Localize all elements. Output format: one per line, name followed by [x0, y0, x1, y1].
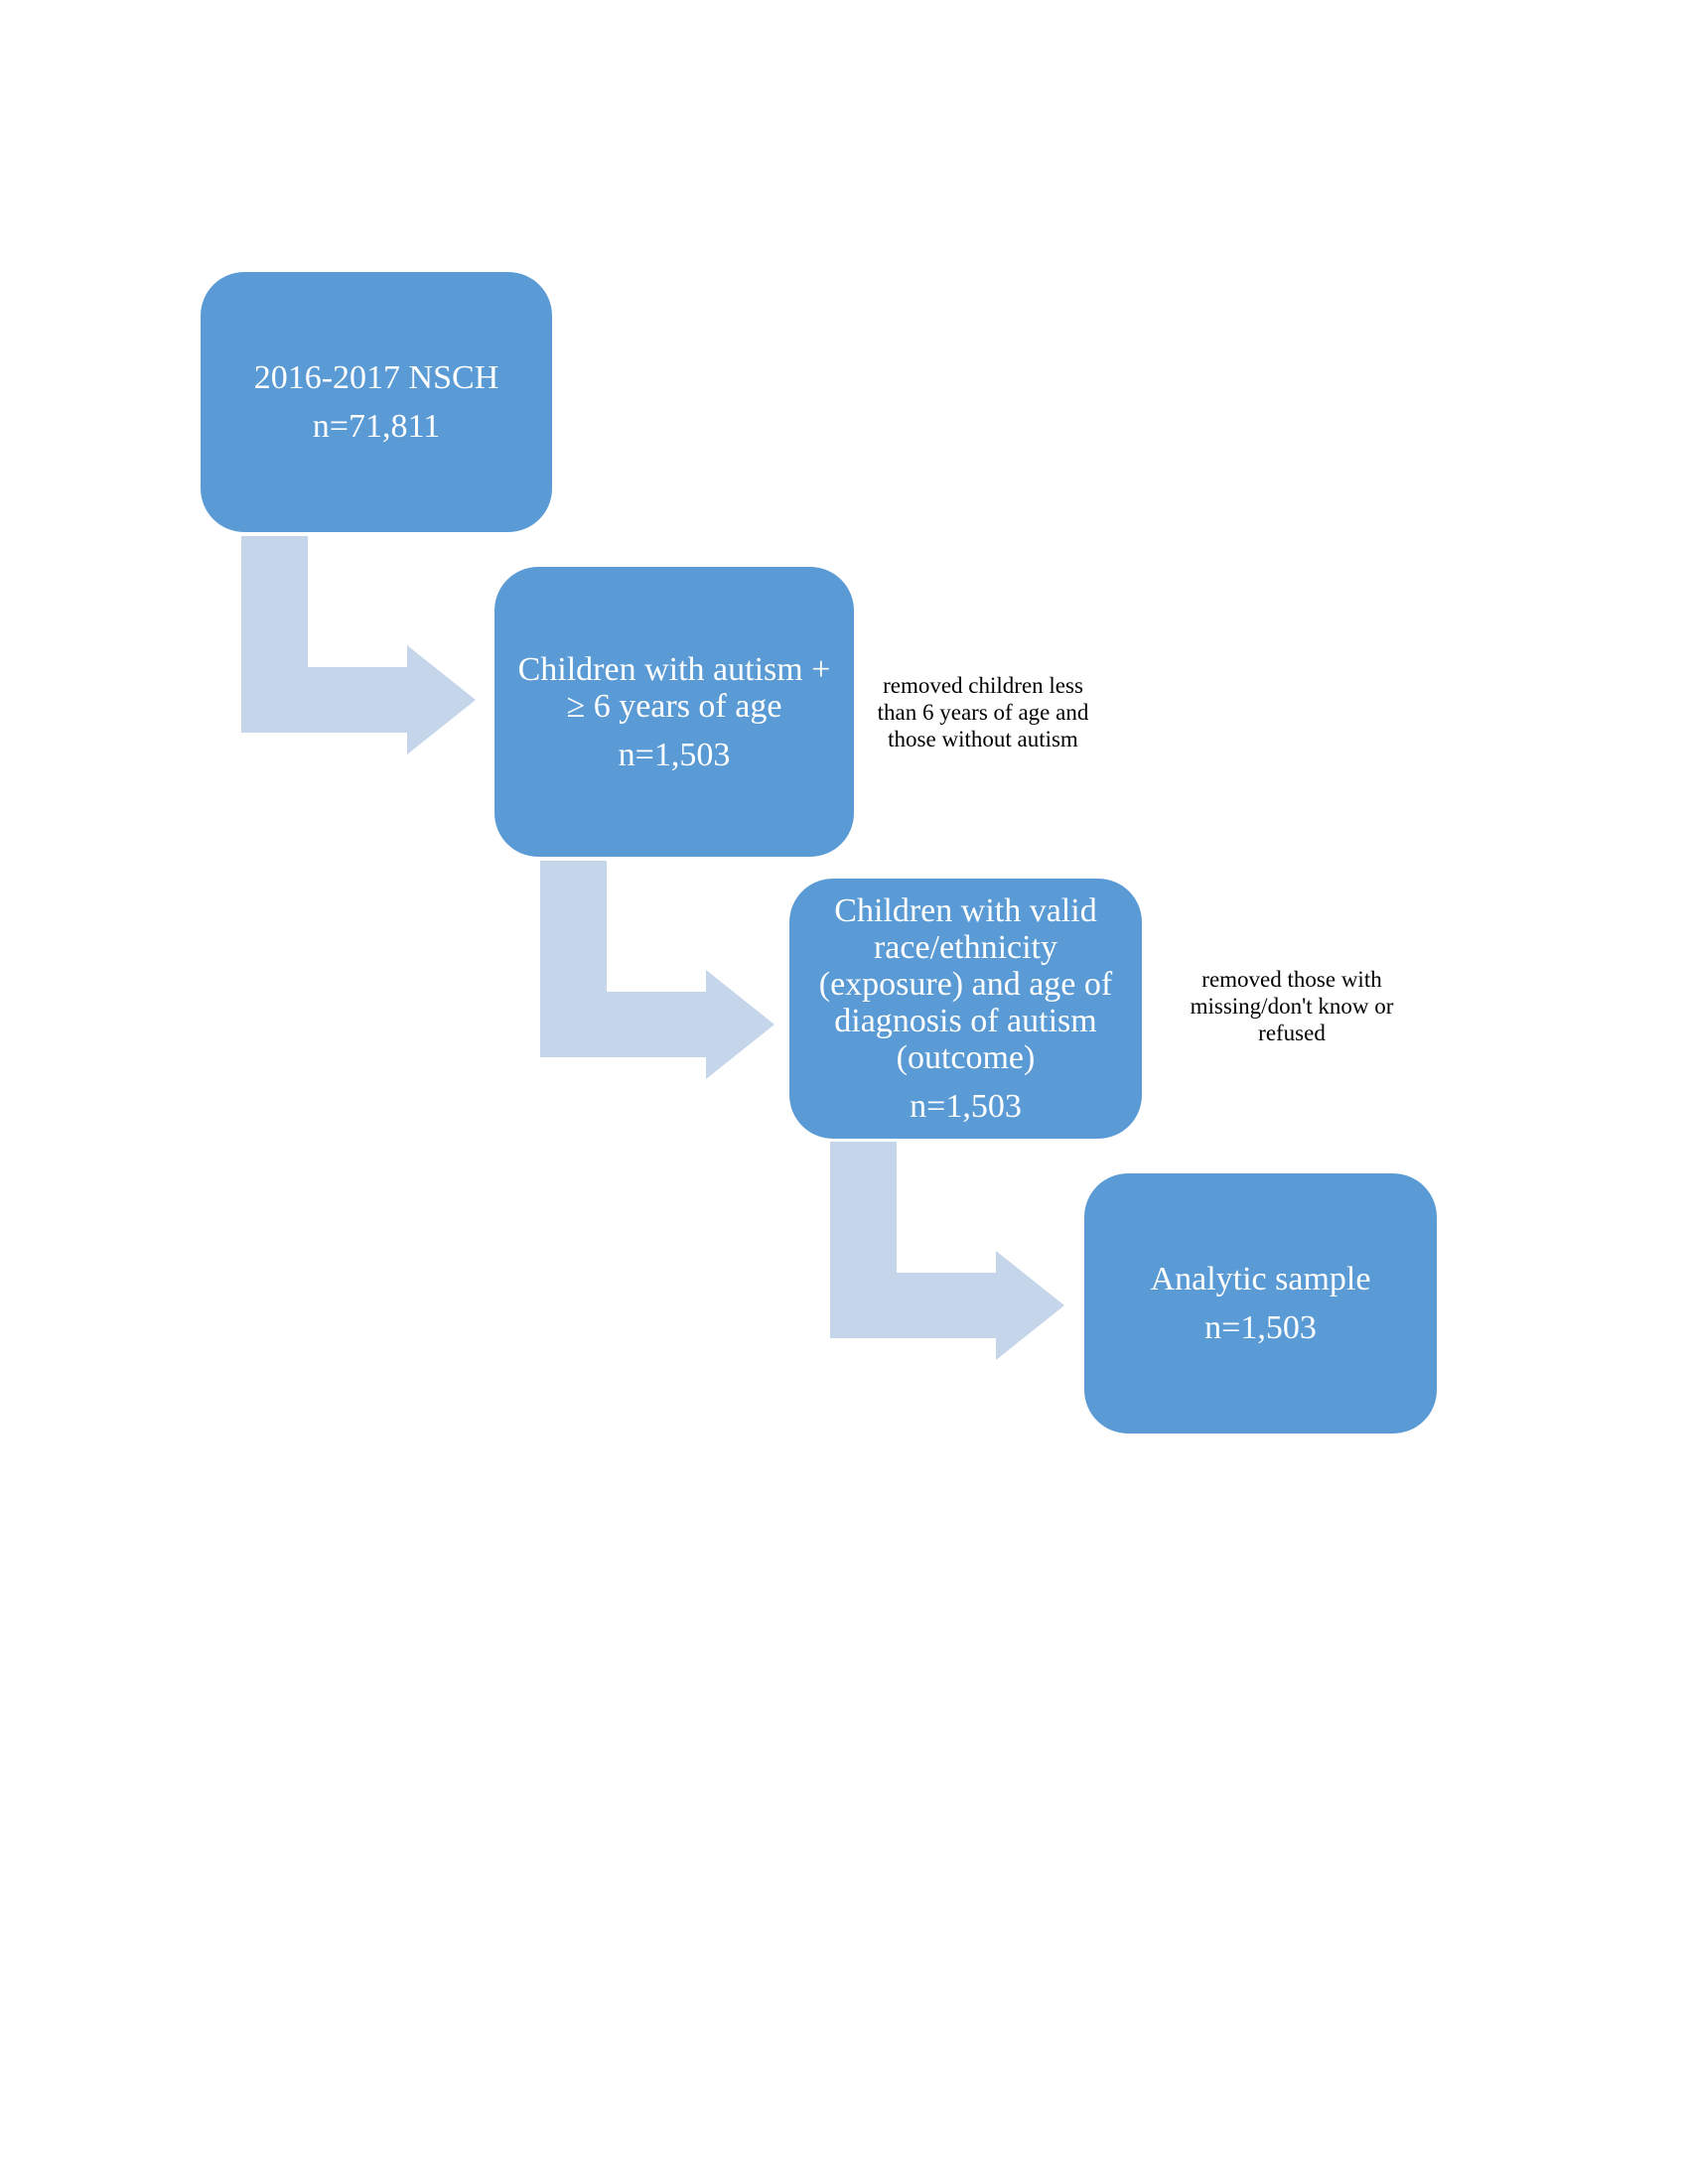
bent-arrow-icon [540, 861, 774, 1079]
bent-arrow-icon [830, 1142, 1064, 1360]
step-count: n=1,503 [618, 736, 731, 773]
step-box-autism-age: Children with autism + ≥ 6 years of age … [494, 567, 854, 857]
step-count: n=1,503 [1204, 1309, 1317, 1346]
step-title: Children with autism + ≥ 6 years of age [517, 650, 831, 725]
step-box-valid-race-ethnicity: Children with valid race/ethnicity (expo… [789, 879, 1142, 1139]
step-title: Children with valid race/ethnicity (expo… [818, 892, 1113, 1076]
step-box-analytic-sample: Analytic sample n=1,503 [1084, 1173, 1437, 1433]
step-box-nsch: 2016-2017 NSCH n=71,811 [201, 272, 552, 532]
bent-arrow-icon [241, 536, 476, 754]
step-title: Analytic sample [1150, 1261, 1371, 1297]
exclusion-note: removed children less than 6 years of ag… [877, 673, 1089, 751]
exclusion-note: removed those with missing/don't know or… [1190, 967, 1394, 1045]
step-count: n=71,811 [312, 408, 441, 445]
step-title: 2016-2017 NSCH [253, 359, 499, 396]
step-count: n=1,503 [910, 1088, 1022, 1125]
